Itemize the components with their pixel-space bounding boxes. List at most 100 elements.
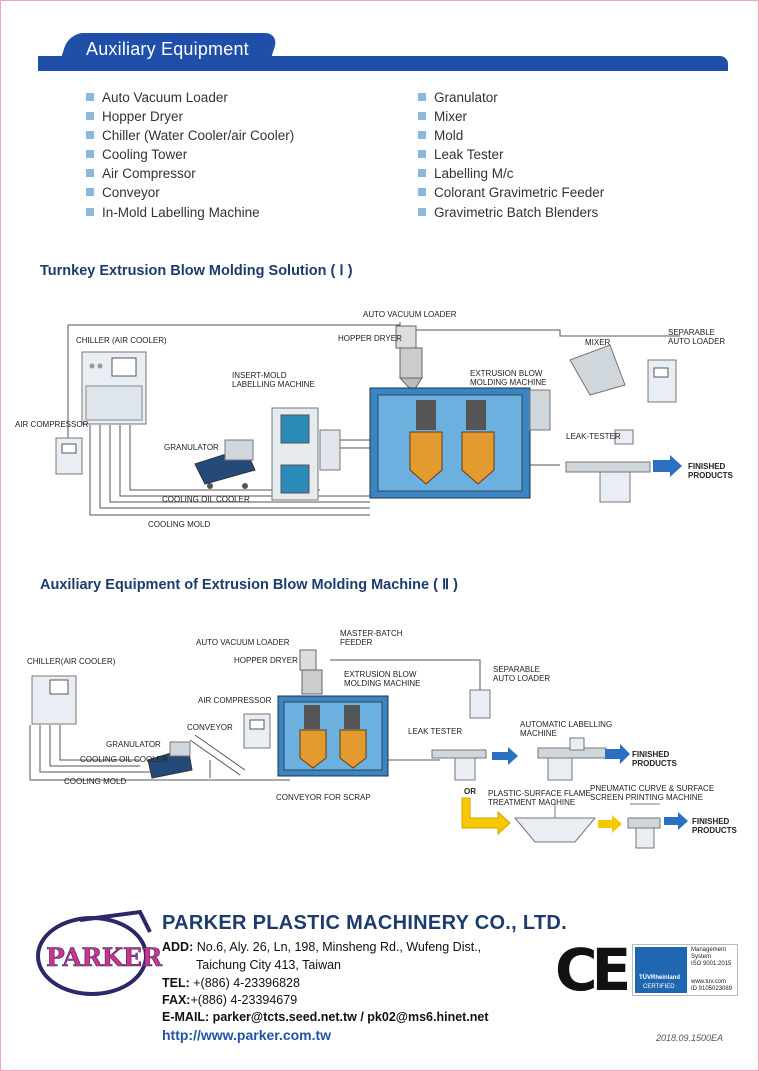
email-line[interactable]: E-MAIL: parker@tcts.seed.net.tw / pk02@m… xyxy=(162,1010,489,1024)
equipment-list-right: Granulator Mixer Mold Leak Tester Labell… xyxy=(418,88,604,222)
label-cooling-mold: COOLING MOLD xyxy=(148,520,211,529)
label-pneumatic-curve: PNEUMATIC CURVE & SURFACE xyxy=(590,784,715,793)
hopper-dryer-unit xyxy=(395,325,423,393)
label-separable: SEPARABLE xyxy=(668,328,715,337)
separable-loader-unit xyxy=(647,359,677,403)
fax-line: FAX:+(886) 4-23394679 xyxy=(162,993,298,1007)
label-molding-machine-2: MOLDING MACHINE xyxy=(344,679,421,688)
label-molding-machine: MOLDING MACHINE xyxy=(470,378,547,387)
bullet-icon xyxy=(418,188,426,197)
list-item: Chiller (Water Cooler/air Cooler) xyxy=(86,126,294,145)
list-item: Gravimetric Batch Blenders xyxy=(418,203,604,222)
list-item: Colorant Gravimetric Feeder xyxy=(418,183,604,202)
document-code: 2018.09.1500EA xyxy=(656,1033,724,1043)
label-or: OR xyxy=(464,787,476,796)
address-line-2: Taichung City 413, Taiwan xyxy=(196,958,341,972)
bullet-icon xyxy=(418,93,426,101)
chiller-unit xyxy=(81,351,147,425)
label-leak-tester: LEAK-TESTER xyxy=(566,432,621,441)
label-auto-loader-2: AUTO LOADER xyxy=(493,674,551,683)
list-item: Auto Vacuum Loader xyxy=(86,88,294,107)
leak-tester-unit xyxy=(565,429,651,503)
label-products-2: PRODUCTS xyxy=(632,759,677,768)
label-auto-vacuum-loader: AUTO VACUUM LOADER xyxy=(363,310,457,319)
or-arrow xyxy=(461,797,511,836)
granulator-unit xyxy=(194,439,256,489)
label-granulator: GRANULATOR xyxy=(164,443,219,452)
label-master-batch: MASTER-BATCH xyxy=(340,629,403,638)
diagram1-lines xyxy=(67,322,680,516)
label-separable-2: SEPARABLE xyxy=(493,665,540,674)
label-products: PRODUCTS xyxy=(688,471,733,480)
tuv-certification-badge: TÜVRheinland CERTIFIED Management System… xyxy=(632,944,738,996)
website-link[interactable]: http://www.parker.com.tw xyxy=(162,1027,332,1043)
bullet-icon xyxy=(86,112,94,121)
bullet-icon xyxy=(418,131,426,140)
label-feeder: FEEDER xyxy=(340,638,373,647)
list-item: Conveyor xyxy=(86,183,294,202)
mixer-unit xyxy=(569,344,626,396)
label-conveyor-for-scrap: CONVEYOR FOR SCRAP xyxy=(276,793,371,802)
label-products-3: PRODUCTS xyxy=(692,826,737,835)
label-insert-mold: INSERT-MOLD xyxy=(232,371,287,380)
blue-arrow-a xyxy=(492,747,518,765)
bullet-icon xyxy=(418,150,426,159)
equipment-list-left: Auto Vacuum Loader Hopper Dryer Chiller … xyxy=(86,88,294,222)
bullet-icon xyxy=(86,131,94,140)
label-finished-3: FINISHED xyxy=(692,817,730,826)
label-treatment-machine: TREATMENT MACHINE xyxy=(488,798,576,807)
label-extrusion-blow-2: EXTRUSION BLOW xyxy=(344,670,417,679)
label-labelling-machine: LABELLING MACHINE xyxy=(232,380,315,389)
label-hopper-dryer-2: HOPPER DRYER xyxy=(234,656,298,665)
label-conveyor: CONVEYOR xyxy=(187,723,233,732)
label-finished-2: FINISHED xyxy=(632,750,670,759)
label-extrusion-blow: EXTRUSION BLOW xyxy=(470,369,543,378)
tuv-logo-block xyxy=(635,947,687,993)
list-item: Mold xyxy=(418,126,604,145)
tel-line: TEL: +(886) 4-23396828 xyxy=(162,976,300,990)
air-compressor-unit xyxy=(55,437,83,475)
extrusion-blow-molding-machine xyxy=(369,387,551,499)
leak-tester2-unit xyxy=(431,749,487,781)
insert-mold-labelling-unit xyxy=(271,407,341,501)
section1-title: Turnkey Extrusion Blow Molding Solution … xyxy=(40,263,353,279)
air-compressor2-unit xyxy=(243,713,271,749)
label-cooling-oil: COOLING OIL COOLER xyxy=(162,495,250,504)
separable2-unit xyxy=(469,689,491,719)
label-cooling-oil-2: COOLING OIL COOLER xyxy=(80,755,168,764)
label-plastic-surface-flame: PLASTIC-SURFACE FLAME xyxy=(488,789,591,798)
list-item: In-Mold Labelling Machine xyxy=(86,203,294,222)
ebm2-machine xyxy=(277,649,389,777)
screen-printing-unit xyxy=(627,803,661,849)
label-chiller-2: CHILLER(AIR COOLER) xyxy=(27,657,116,666)
label-screen-printing: SCREEN PRINTING MACHINE xyxy=(590,793,703,802)
parker-logo: PARKER xyxy=(46,943,163,973)
bullet-icon xyxy=(418,169,426,178)
parker-logo-shape xyxy=(36,909,152,996)
label-granulator-2: GRANULATOR xyxy=(106,740,161,749)
list-item: Air Compressor xyxy=(86,164,294,183)
label-auto-vacuum-loader-2: AUTO VACUUM LOADER xyxy=(196,638,290,647)
yellow-arrow-b xyxy=(598,815,622,833)
bullet-icon xyxy=(86,150,94,159)
chiller2-unit xyxy=(31,675,77,725)
label-leak-tester-2: LEAK TESTER xyxy=(408,727,463,736)
company-name: PARKER PLASTIC MACHINERY CO., LTD. xyxy=(162,912,568,934)
label-mixer: MIXER xyxy=(585,338,611,347)
conveyor-unit xyxy=(189,734,246,778)
flame-treatment-unit xyxy=(513,800,597,843)
list-item: Hopper Dryer xyxy=(86,107,294,126)
list-item: Cooling Tower xyxy=(86,145,294,164)
granulator2-unit xyxy=(147,741,193,779)
section2-title: Auxiliary Equipment of Extrusion Blow Mo… xyxy=(40,577,458,593)
finished-arrow-2 xyxy=(605,744,630,764)
ce-mark: CE xyxy=(555,936,631,1004)
bullet-icon xyxy=(86,207,94,216)
label-air-compressor-2: AIR COMPRESSOR xyxy=(198,696,272,705)
label-cooling-mold-2: COOLING MOLD xyxy=(64,777,127,786)
bullet-icon xyxy=(86,93,94,101)
label-chiller: CHILLER (AIR COOLER) xyxy=(76,336,167,345)
list-item: Labelling M/c xyxy=(418,164,604,183)
bullet-icon xyxy=(418,112,426,121)
